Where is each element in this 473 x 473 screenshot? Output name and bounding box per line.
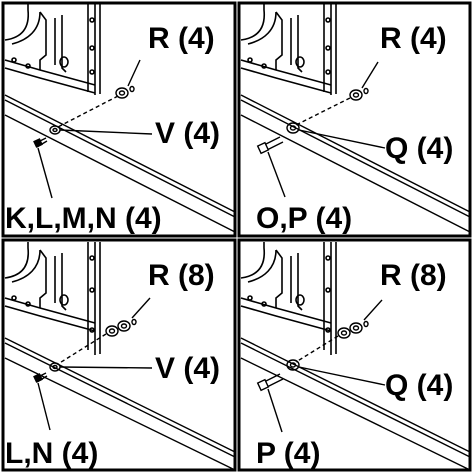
callout-bolt-label: K,L,M,N (4) [5,202,162,235]
washer-r-icon [349,322,363,334]
panel-3-bracket [4,242,101,355]
panel-4: R (8) Q (4) P (4) [237,238,472,472]
panel-1-rail [4,94,236,233]
panel-3: R (8) V (4) L,N (4) [1,238,237,472]
panel-2-bracket [240,4,337,95]
panel-3-hardware [33,297,153,431]
panel-3-border [1,238,237,472]
callout-v-label: V (4) [155,352,220,385]
panel-3-rail [4,337,236,471]
callout-r-label: R (8) [148,259,215,292]
panel-1: R (4) V (4) K,L,M,N (4) [1,1,237,238]
callout-bolt-label: O,P (4) [256,202,352,235]
washer-r-icon [105,325,119,337]
callout-v-label: V (4) [155,117,220,150]
panel-4-hardware [256,299,386,433]
callout-bolt-label: P (4) [256,437,320,470]
washer-r-icon [337,327,351,339]
washer-r-icon [115,87,129,99]
callout-r-label: R (4) [148,22,215,55]
washer-q-icon [286,359,300,371]
panel-4-border [237,238,472,472]
panel-4-bracket [240,242,337,355]
callout-q-label: Q (4) [385,132,453,165]
panel-4-rail [240,337,471,471]
washer-r-icon [349,89,363,101]
panel-2: R (4) Q (4) O,P (4) [237,1,472,238]
callout-r-label: R (4) [380,22,447,55]
callout-q-label: Q (4) [385,369,453,402]
panel-2-hardware [256,61,386,198]
panel-1-hardware [33,59,153,199]
washer-q-icon [286,122,300,134]
panel-1-bracket [4,4,101,95]
callout-r-label: R (8) [380,259,447,292]
callout-bolt-label: L,N (4) [5,437,98,470]
washer-r-icon [117,320,131,332]
panel-2-rail [240,94,471,233]
